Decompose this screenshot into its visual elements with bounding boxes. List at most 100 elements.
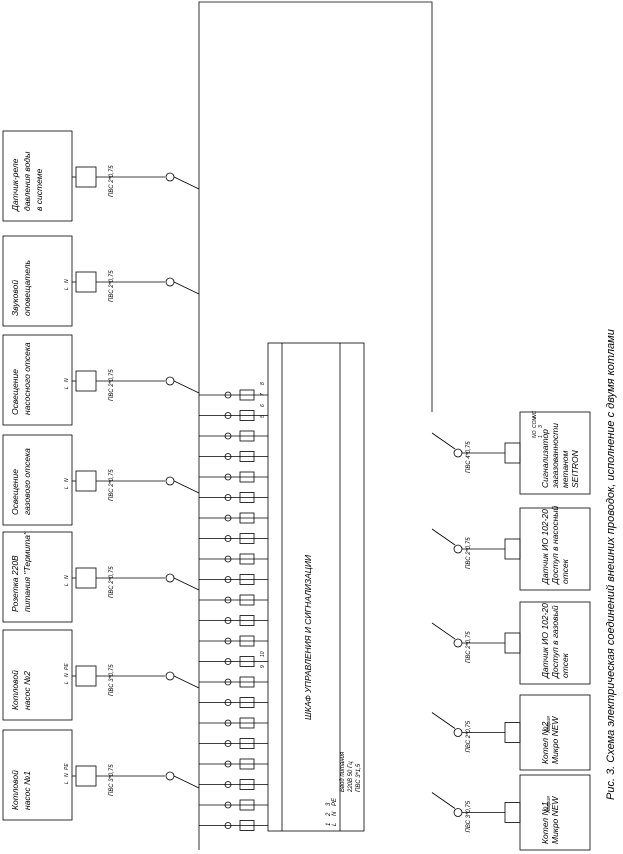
device-box (2, 235, 73, 327)
terminal-number: 7 (260, 393, 266, 396)
cable-marker (453, 638, 463, 648)
cable-label: ПВС 2*0,75 (109, 270, 115, 302)
terminal-number: 10 (260, 651, 266, 657)
cable-marker (453, 808, 463, 817)
device-label-line: оповещатель (22, 260, 32, 316)
terminal-label: N (64, 478, 70, 482)
cable-marker (165, 771, 175, 781)
svg-text:Ввод питания: Ввод питания (340, 751, 346, 792)
seitron-terminal-label: COM (532, 416, 538, 429)
power-terminals: L N PE 1 2 3 (326, 797, 338, 826)
device-label-line: Котел №1 (540, 801, 550, 844)
bus-lines (199, 391, 268, 829)
wire-from-frame (431, 622, 456, 640)
device-label-line: метаном (560, 450, 570, 488)
device-label-line: насос №1 (22, 771, 32, 810)
wire-marker (224, 781, 232, 788)
device-terminal (504, 722, 521, 743)
terminal-label: L (64, 386, 70, 389)
terminal-label: L (64, 486, 70, 489)
svg-text:PE: PE (332, 797, 338, 806)
svg-text:1: 1 (326, 823, 332, 826)
terminal-label: PE (64, 763, 70, 770)
device-label-line: SEITRON (570, 449, 580, 488)
wire-marker (224, 596, 232, 604)
wire-to-bus (173, 176, 200, 190)
cabinet-title: ШКАФ УПРАВЛЕНИЯ И СИГНАЛИЗАЦИИ (303, 554, 313, 720)
cable-marker (165, 573, 175, 583)
cable-marker (165, 376, 175, 386)
device-terminal (504, 538, 521, 560)
wire-to-bus (173, 577, 200, 591)
terminal-number: 6 (260, 404, 266, 407)
device-label-line: Звуковой (10, 280, 20, 316)
wire-marker (224, 699, 232, 706)
power-input-label: Ввод питания 220В 50 Гц ПВС 3*1,5 (340, 751, 362, 793)
wire-to-bus (173, 281, 200, 295)
device-box (2, 434, 73, 526)
device-label-line: Котловой (10, 670, 20, 710)
cable-marker (453, 448, 463, 458)
device-label-line: давления воды (22, 151, 32, 211)
cable-marker (165, 277, 175, 287)
terminal-number: 5 (260, 415, 266, 418)
cable-label: ПВС 2*0,75 (466, 720, 472, 752)
device-label-line: насосного отсека (22, 342, 32, 415)
wire-marker (224, 473, 232, 481)
wire-marker (224, 637, 232, 645)
terminal-label: N (64, 279, 70, 283)
device-label-line: газового отсека (22, 448, 32, 515)
terminal-number: 9 (260, 665, 266, 668)
device-box (2, 729, 73, 821)
wire-marker (224, 822, 232, 829)
figure-caption: Рис. 3. Схема электрическая соединений в… (605, 329, 617, 800)
device-label-line: Освещение (10, 369, 20, 415)
cable-label: ПВС 2*0,75 (466, 537, 472, 569)
extra-label: Авария (546, 796, 552, 814)
cable-label: ПВС 2*0,75 (109, 165, 115, 197)
seitron-terminal-label: NO (532, 430, 538, 438)
device-terminal (75, 271, 97, 293)
device-label-line: питания "Термита" (22, 531, 32, 612)
wire-marker (224, 453, 232, 460)
device-terminal (75, 166, 97, 188)
terminal-label: L (64, 583, 70, 586)
cable-label: ПВС 2*0,75 (466, 631, 472, 663)
cable-marker (165, 476, 175, 486)
wire-marker (224, 576, 232, 583)
device-terminal (504, 632, 521, 654)
wire-marker (224, 412, 232, 419)
cable-marker (165, 172, 175, 182)
wire-marker (224, 535, 232, 542)
device-terminal (75, 665, 97, 687)
wire-from-frame (431, 432, 456, 450)
cable-label: ПВС 2*0,75 (109, 469, 115, 501)
wire-marker (224, 494, 232, 501)
device-box (2, 130, 73, 222)
terminal-number: 8 (260, 382, 266, 385)
terminal-label: PE (64, 663, 70, 670)
wire-from-frame (431, 528, 456, 546)
svg-text:3: 3 (326, 802, 332, 806)
wire-marker (224, 514, 232, 522)
device-label-line: Доступ в насосный (550, 505, 560, 585)
device-label-line: Розетка 220В (10, 555, 20, 612)
wire-from-frame (431, 792, 456, 809)
seitron-terminal-label: 1 (538, 435, 544, 438)
svg-text:2: 2 (326, 812, 332, 817)
cable-label: ПВС 2*0,75 (109, 369, 115, 401)
wire-marker (224, 719, 232, 727)
device-label-line: Доступ в газовый (550, 605, 560, 679)
cable-label: ПВС 3*0,75 (109, 664, 115, 696)
device-label-line: Микро NEW (550, 716, 560, 764)
device-label-line: загазованности (550, 423, 560, 489)
svg-text:220В 50 Гц: 220В 50 Гц (348, 761, 354, 793)
svg-text:N: N (332, 811, 338, 816)
cable-label: ПВС 4*0,75 (466, 441, 472, 473)
device-label-line: Котловой (10, 770, 20, 810)
